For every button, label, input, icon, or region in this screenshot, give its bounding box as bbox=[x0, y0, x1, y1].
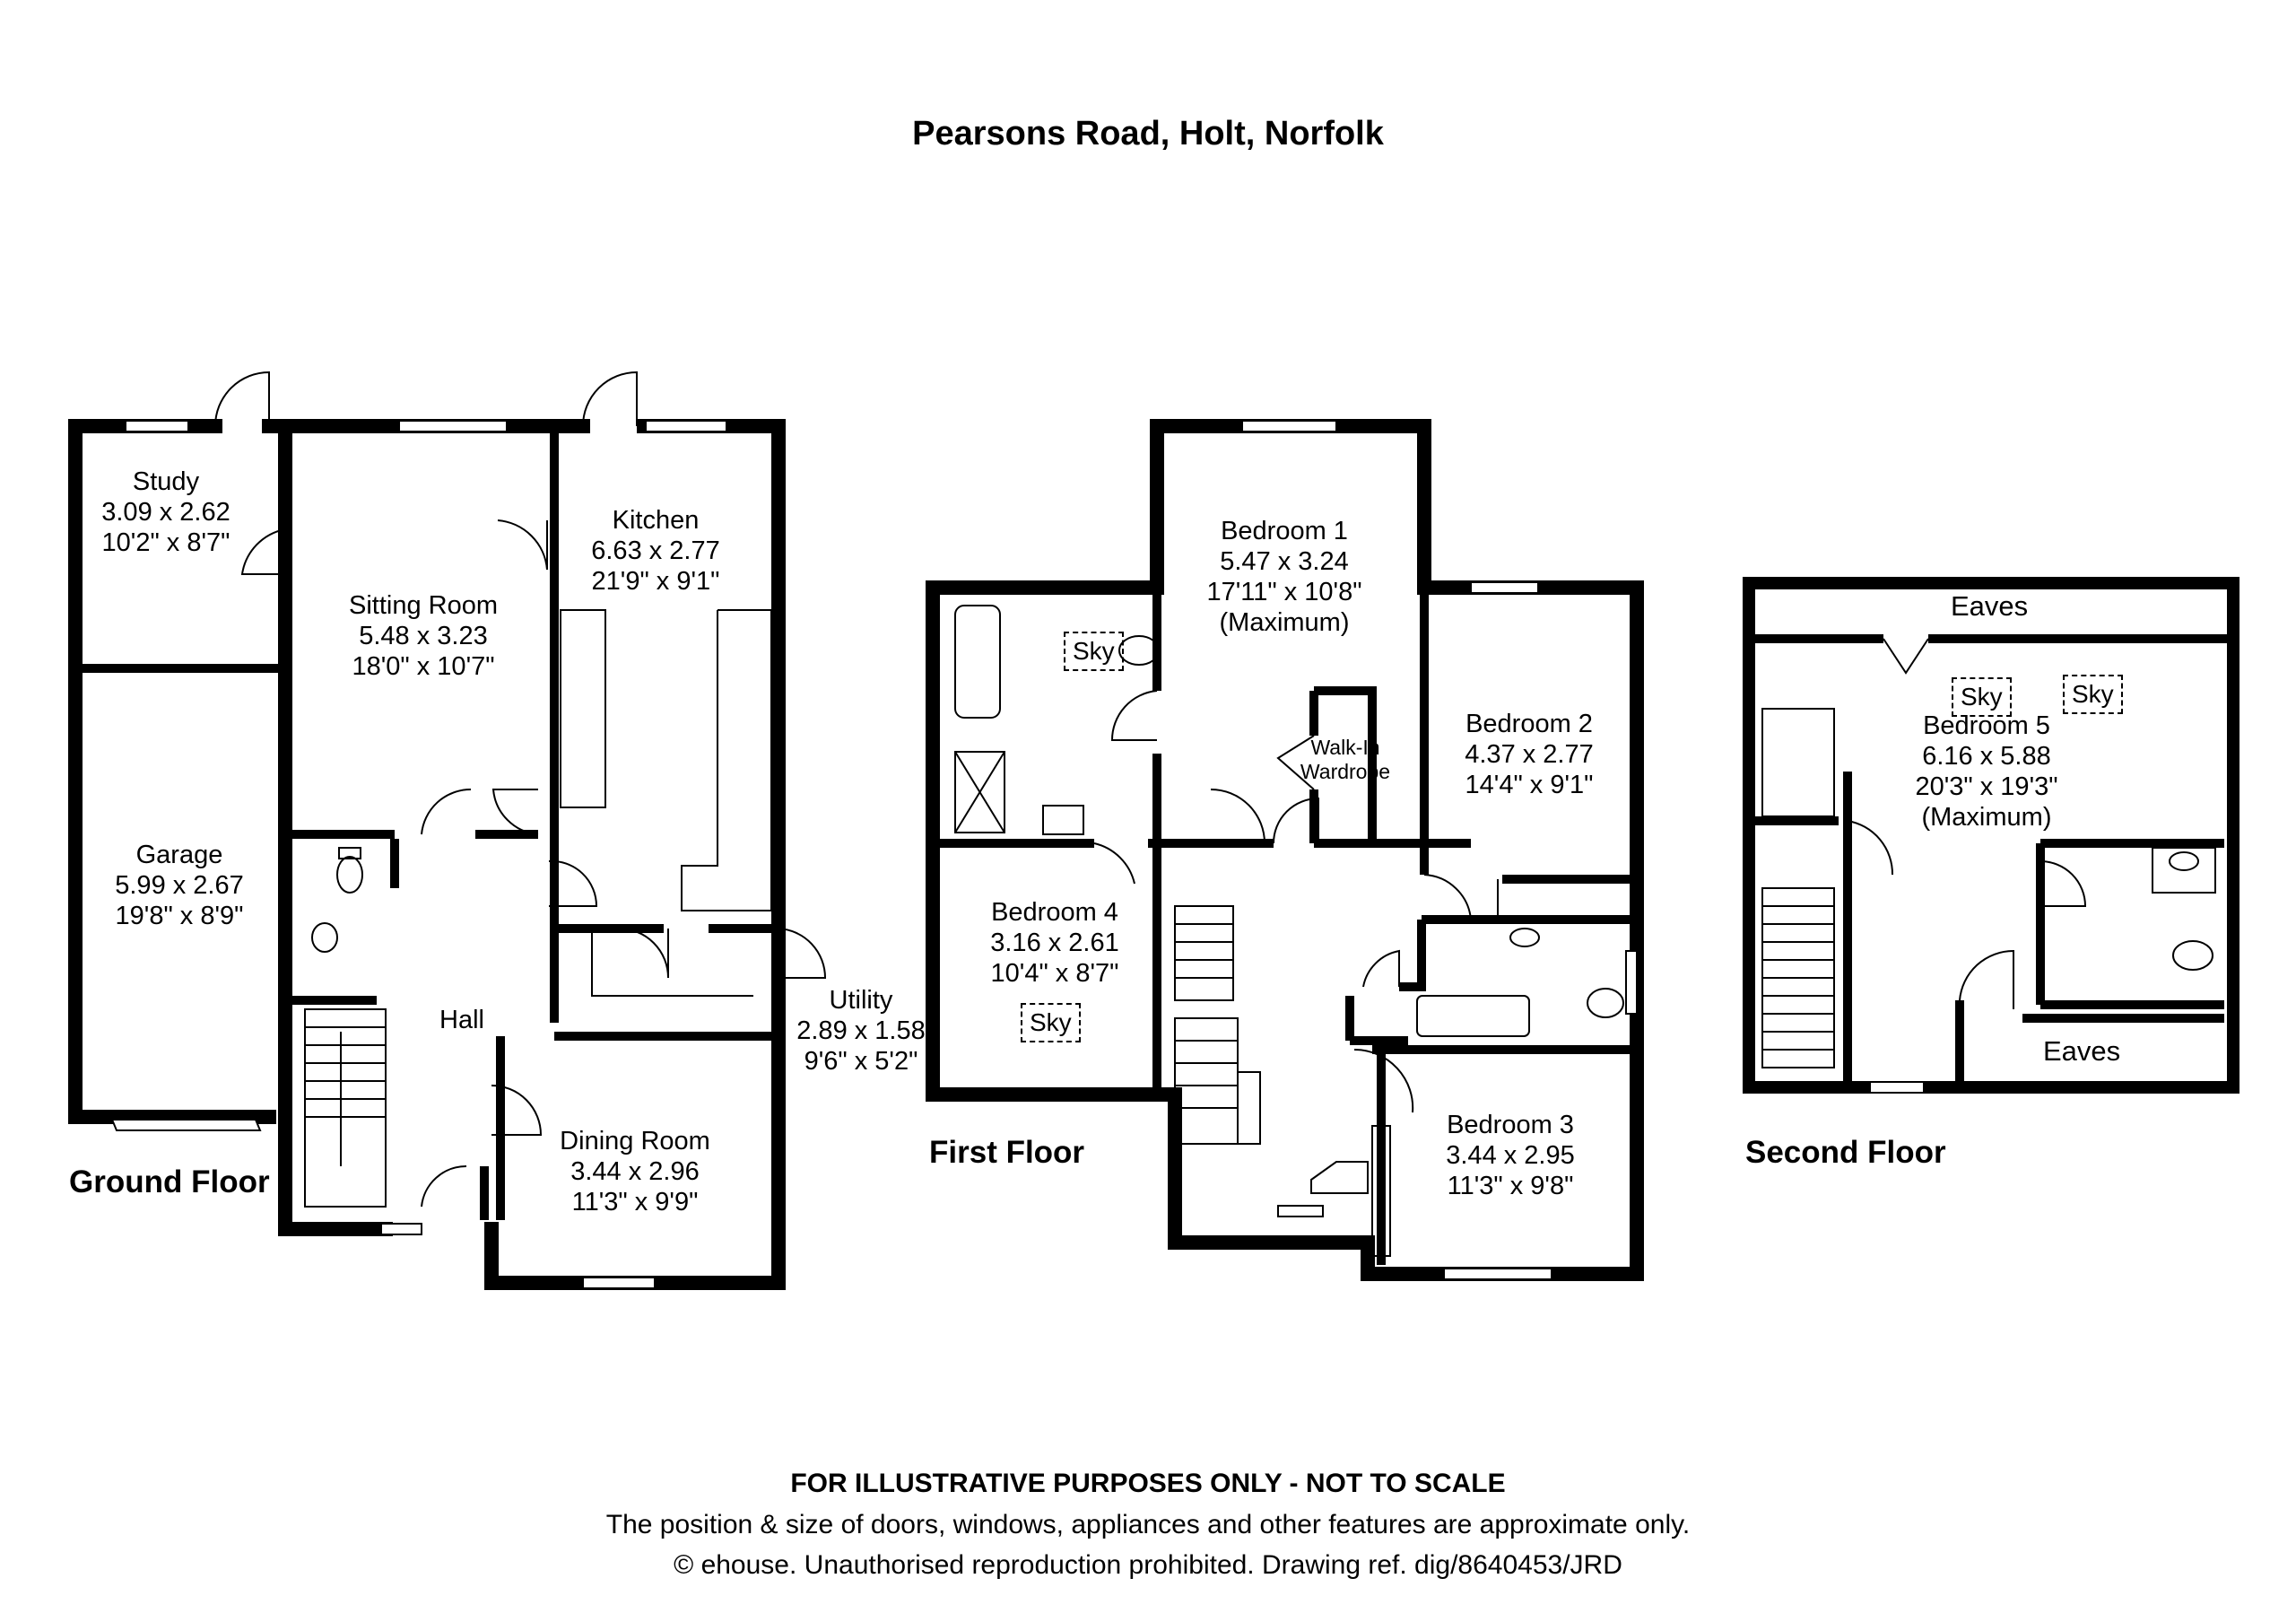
room-metric: 3.09 x 2.62 bbox=[101, 498, 230, 527]
room-note: (Maximum) bbox=[1219, 608, 1350, 637]
room-imperial: 14'4" x 9'1" bbox=[1465, 771, 1594, 799]
room-metric: 5.99 x 2.67 bbox=[115, 871, 244, 900]
room-name: Garage bbox=[135, 841, 223, 869]
first-floor-inner-walls bbox=[933, 588, 1637, 1265]
room-bedroom-4: Bedroom 4 3.16 x 2.61 10'4" x 8'7" bbox=[990, 897, 1119, 989]
room-name: Bedroom 2 bbox=[1465, 710, 1593, 738]
room-name: Bedroom 3 bbox=[1447, 1111, 1574, 1139]
room-utility: Utility 2.89 x 1.58 9'6" x 5'2" bbox=[796, 985, 926, 1077]
room-name: Bedroom 5 bbox=[1923, 711, 2050, 740]
room-eaves-top: Eaves bbox=[1951, 590, 2029, 622]
disclaimer-heading: FOR ILLUSTRATIVE PURPOSES ONLY - NOT TO … bbox=[790, 1469, 1506, 1498]
room-metric: 3.16 x 2.61 bbox=[990, 929, 1119, 957]
room-name: Hall bbox=[439, 1006, 484, 1034]
room-name: Dining Room bbox=[560, 1127, 710, 1155]
room-name-line2: Wardrobe bbox=[1300, 760, 1391, 783]
second-floor-fixtures bbox=[1761, 638, 2216, 1068]
room-garage: Garage 5.99 x 2.67 19'8" x 8'9" bbox=[115, 840, 244, 931]
second-floor-windows bbox=[1869, 1081, 1925, 1094]
second-floor-walls bbox=[1743, 577, 2239, 1094]
first-floor-windows bbox=[1241, 420, 1638, 1280]
room-metric: 6.63 x 2.77 bbox=[591, 536, 720, 565]
room-name: Sitting Room bbox=[348, 591, 499, 620]
room-imperial: 9'6" x 5'2" bbox=[804, 1047, 918, 1076]
ground-floor-inner-walls bbox=[75, 426, 778, 1220]
room-imperial: 11'3" x 9'8" bbox=[1447, 1172, 1574, 1200]
room-imperial: 11'3" x 9'9" bbox=[571, 1188, 699, 1216]
room-name: Bedroom 4 bbox=[991, 898, 1118, 927]
room-metric: 5.47 x 3.24 bbox=[1220, 547, 1349, 576]
room-metric: 3.44 x 2.96 bbox=[570, 1157, 700, 1186]
first-floor-fixtures bbox=[954, 605, 1624, 1257]
floor-label-ground: Ground Floor bbox=[69, 1164, 270, 1199]
ground-wc-fixtures bbox=[311, 847, 363, 953]
room-metric: 6.16 x 5.88 bbox=[1922, 742, 2051, 771]
room-bedroom-1: Bedroom 1 5.47 x 3.24 17'11" x 10'8" (Ma… bbox=[1206, 516, 1361, 638]
skylight-label: Sky bbox=[1064, 632, 1124, 671]
floor-label-second: Second Floor bbox=[1745, 1135, 1946, 1170]
room-walk-in-wardrobe: Walk-In Wardrobe bbox=[1300, 736, 1390, 784]
room-imperial: 21'9" x 9'1" bbox=[591, 567, 720, 596]
room-imperial: 10'2" x 8'7" bbox=[101, 528, 230, 557]
room-imperial: 10'4" x 8'7" bbox=[990, 959, 1119, 988]
room-study: Study 3.09 x 2.62 10'2" x 8'7" bbox=[101, 467, 230, 558]
kitchen-worktops bbox=[560, 609, 772, 997]
room-name: Study bbox=[132, 467, 200, 496]
room-imperial: 18'0" x 10'7" bbox=[352, 652, 495, 681]
room-eaves-bottom: Eaves bbox=[2043, 1035, 2121, 1067]
ground-stairs bbox=[304, 1008, 387, 1208]
room-metric: 5.48 x 3.23 bbox=[359, 622, 488, 650]
second-floor-inner-walls bbox=[1749, 634, 2233, 1087]
ground-doors bbox=[214, 371, 827, 1208]
room-bedroom-2: Bedroom 2 4.37 x 2.77 14'4" x 9'1" bbox=[1465, 709, 1594, 800]
room-name: Kitchen bbox=[612, 506, 700, 535]
page-title: Pearsons Road, Holt, Norfolk bbox=[912, 115, 1384, 153]
skylight-label: Sky bbox=[1021, 1003, 1081, 1042]
room-note: (Maximum) bbox=[1921, 803, 2052, 832]
room-hall: Hall bbox=[439, 1005, 484, 1035]
disclaimer-text: The position & size of doors, windows, a… bbox=[605, 1510, 1691, 1539]
room-name: Bedroom 1 bbox=[1221, 517, 1348, 545]
ground-windows bbox=[110, 420, 727, 1289]
room-name-line1: Walk-In bbox=[1310, 736, 1380, 759]
room-bedroom-5: Bedroom 5 6.16 x 5.88 20'3" x 19'3" (Max… bbox=[1915, 711, 2057, 833]
room-metric: 3.44 x 2.95 bbox=[1446, 1141, 1575, 1170]
floor-label-first: First Floor bbox=[929, 1135, 1085, 1170]
room-metric: 2.89 x 1.58 bbox=[796, 1016, 926, 1045]
room-name: Utility bbox=[829, 986, 893, 1015]
room-imperial: 20'3" x 19'3" bbox=[1915, 772, 2058, 801]
skylight-label: Sky bbox=[2063, 675, 2123, 714]
skylight-label: Sky bbox=[1952, 677, 2012, 717]
room-bedroom-3: Bedroom 3 3.44 x 2.95 11'3" x 9'8" bbox=[1446, 1110, 1575, 1201]
copyright-text: © ehouse. Unauthorised reproduction proh… bbox=[674, 1550, 1622, 1580]
room-dining: Dining Room 3.44 x 2.96 11'3" x 9'9" bbox=[560, 1126, 710, 1217]
room-metric: 4.37 x 2.77 bbox=[1465, 740, 1594, 769]
room-kitchen: Kitchen 6.63 x 2.77 21'9" x 9'1" bbox=[591, 505, 720, 597]
room-imperial: 17'11" x 10'8" bbox=[1206, 578, 1362, 606]
room-sitting: Sitting Room 5.48 x 3.23 18'0" x 10'7" bbox=[349, 590, 498, 682]
room-imperial: 19'8" x 8'9" bbox=[115, 902, 244, 930]
